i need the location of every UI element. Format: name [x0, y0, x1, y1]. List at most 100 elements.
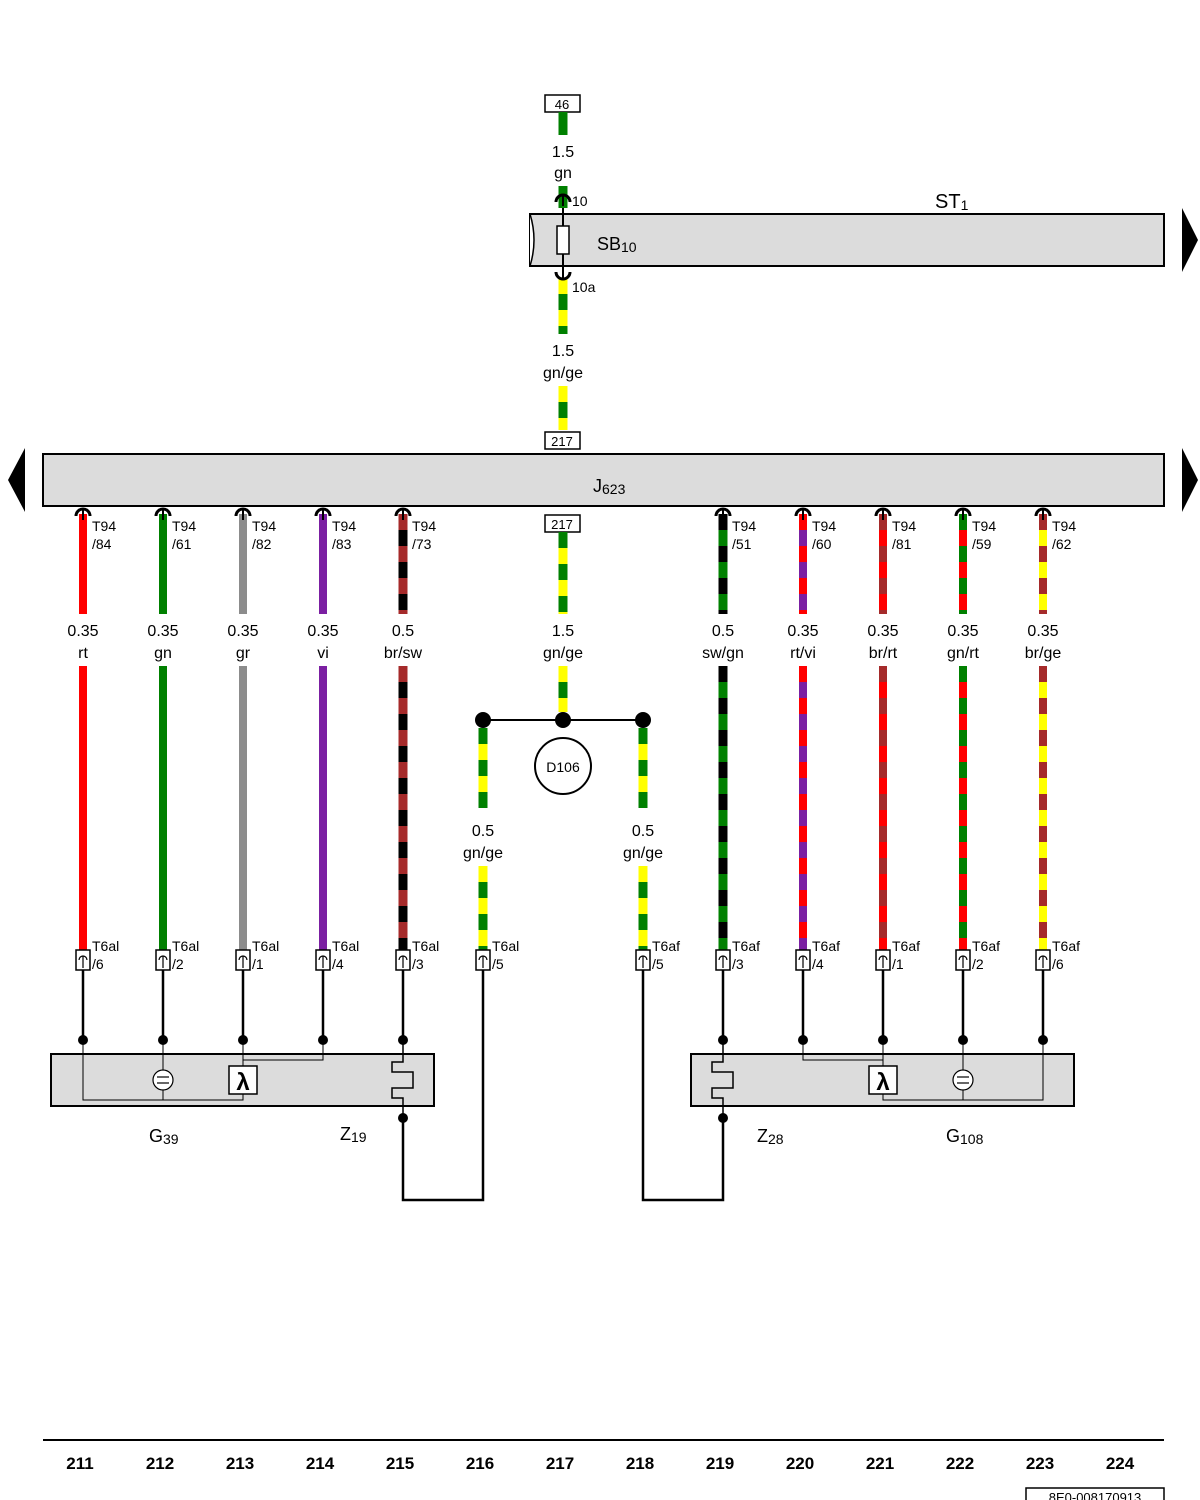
socket-t94-1 — [154, 507, 172, 520]
center-left-color: gn/ge — [463, 845, 503, 862]
heater-symbol-g108-icon — [952, 1069, 974, 1091]
node-5 — [718, 1035, 728, 1045]
plug-pin-1: /2 — [172, 956, 184, 972]
label-g108: G108 — [946, 1126, 984, 1147]
wire-color-3: vi — [317, 645, 329, 662]
plug-center-right — [635, 949, 651, 971]
feed-color-top: gn — [554, 165, 572, 182]
doc-number-box — [1025, 1487, 1165, 1500]
wire-color-5: sw/gn — [702, 645, 744, 662]
wire-color-8: gn/rt — [947, 645, 980, 662]
plug-9 — [1035, 949, 1051, 971]
node-9 — [1038, 1035, 1048, 1045]
plug-pin-3: /4 — [332, 956, 344, 972]
feed-size-bottom: 1.5 — [552, 343, 574, 360]
plug-4 — [395, 949, 411, 971]
wire-size-7: 0.35 — [867, 623, 898, 640]
wire-color-6: rt/vi — [790, 645, 816, 662]
j623-label: J623 — [593, 476, 626, 497]
wire-color-1: gn — [154, 645, 172, 662]
plug-0 — [75, 949, 91, 971]
pin-number-3: /83 — [332, 536, 352, 552]
plug-name-3: T6al — [332, 938, 359, 954]
feed-size-top: 1.5 — [552, 144, 574, 161]
pin-t94-7: T94 — [892, 518, 916, 534]
label-g39: G39 — [149, 1126, 179, 1147]
center-left-size: 0.5 — [472, 823, 494, 840]
plug-name-7: T6af — [892, 938, 920, 954]
wire-size-8: 0.35 — [947, 623, 978, 640]
pin-number-9: /62 — [1052, 536, 1072, 552]
center-right-size: 0.5 — [632, 823, 654, 840]
plug-center-right-name: T6af — [652, 938, 680, 954]
plug-name-5: T6af — [732, 938, 760, 954]
center-size: 1.5 — [552, 623, 574, 640]
connector-217-top-label: 217 — [551, 434, 573, 449]
pin-t94-3: T94 — [332, 518, 356, 534]
pin-t94-1: T94 — [172, 518, 196, 534]
plug-pin-6: /4 — [812, 956, 824, 972]
center-color: gn/ge — [543, 645, 583, 662]
splice-node-left — [475, 712, 491, 728]
plug-name-0: T6al — [92, 938, 119, 954]
pin-t94-8: T94 — [972, 518, 996, 534]
pin-t94-5: T94 — [732, 518, 756, 534]
column-number: 216 — [466, 1454, 494, 1473]
plug-name-2: T6al — [252, 938, 279, 954]
plug-center-left — [475, 949, 491, 971]
wire-size-0: 0.35 — [67, 623, 98, 640]
plug-2 — [235, 949, 251, 971]
j623-bar — [42, 453, 1165, 507]
plug-6 — [795, 949, 811, 971]
wire-size-1: 0.35 — [147, 623, 178, 640]
sb10-label: SB10 — [597, 234, 637, 255]
plug-5 — [715, 949, 731, 971]
column-number: 213 — [226, 1454, 254, 1473]
node-7 — [878, 1035, 888, 1045]
plug-name-4: T6al — [412, 938, 439, 954]
node-8 — [958, 1035, 968, 1045]
j623-arrow-left-icon — [8, 448, 25, 512]
wire-color-7: br/rt — [869, 645, 898, 662]
node-4 — [398, 1035, 408, 1045]
pin-number-1: /61 — [172, 536, 192, 552]
pin-t94-4: T94 — [412, 518, 436, 534]
plug-name-1: T6al — [172, 938, 199, 954]
pin-t94-9: T94 — [1052, 518, 1076, 534]
splice-node-right — [635, 712, 651, 728]
socket-t94-3 — [314, 507, 332, 520]
wire-color-0: rt — [78, 645, 88, 662]
st1-bar — [529, 213, 1165, 267]
wire-size-2: 0.35 — [227, 623, 258, 640]
socket-t94-2 — [234, 507, 252, 520]
fuse-pin-bottom: 10a — [572, 279, 596, 295]
plug-7 — [875, 949, 891, 971]
wire-color-4: br/sw — [384, 645, 423, 662]
pin-number-0: /84 — [92, 536, 112, 552]
wire-size-6: 0.35 — [787, 623, 818, 640]
st1-arrow-right-icon — [1182, 208, 1198, 272]
st1-label: ST1 — [935, 191, 969, 213]
feed-color-bottom: gn/ge — [543, 365, 583, 382]
splice-d106 — [534, 737, 592, 795]
plug-pin-7: /1 — [892, 956, 904, 972]
plug-3 — [315, 949, 331, 971]
pin-number-5: /51 — [732, 536, 752, 552]
node-0 — [78, 1035, 88, 1045]
column-number: 218 — [626, 1454, 654, 1473]
plug-center-left-pin: /5 — [492, 956, 504, 972]
socket-t94-7 — [874, 507, 892, 520]
splice-node-center — [555, 712, 571, 728]
socket-t94-9 — [1034, 507, 1052, 520]
plug-pin-4: /3 — [412, 956, 424, 972]
column-number: 222 — [946, 1454, 974, 1473]
connector-46-label: 46 — [555, 97, 569, 112]
svg-text:λ: λ — [236, 1069, 249, 1096]
plug-name-8: T6af — [972, 938, 1000, 954]
socket-t94-8 — [954, 507, 972, 520]
column-number: 215 — [386, 1454, 414, 1473]
socket-t94-0 — [74, 507, 92, 520]
wire-size-9: 0.35 — [1027, 623, 1058, 640]
column-number: 224 — [1106, 1454, 1135, 1473]
